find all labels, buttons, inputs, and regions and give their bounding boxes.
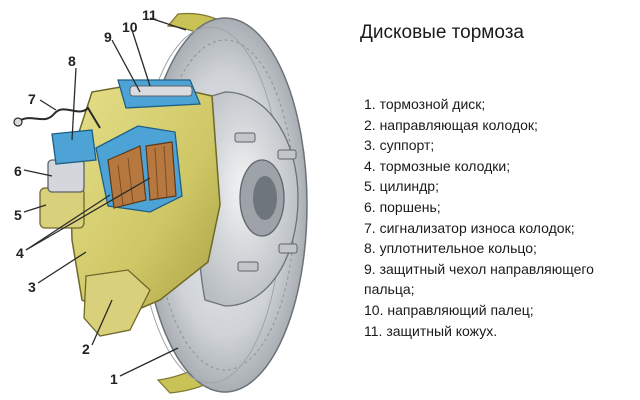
legend-item: 7. сигнализатор износа колодок; — [364, 219, 575, 236]
legend-item: 10. направляющий палец; — [364, 301, 534, 318]
callout-10: 10 — [122, 19, 138, 35]
callout-5: 5 — [14, 207, 22, 223]
callout-2: 2 — [82, 341, 90, 357]
guide-pin — [129, 85, 193, 97]
diagram-title: Дисковые тормоза — [360, 22, 524, 43]
wear-sensor-wire — [17, 106, 101, 129]
legend-item: 1. тормозной диск; — [364, 96, 486, 112]
piston — [47, 159, 85, 193]
callout-3: 3 — [28, 279, 36, 295]
legend-item: 9. защитный чехол направляющего пальца; — [364, 260, 594, 298]
legend-item: 11. защитный кожух. — [364, 322, 498, 339]
wheel-studs — [234, 132, 298, 272]
legend-item: 3. суппорт; — [364, 137, 435, 154]
pad-friction-lines — [117, 145, 168, 206]
legend-item: 5. цилиндр; — [364, 178, 439, 195]
leader-lines — [23, 17, 187, 377]
legend-list: 1. тормозной диск; 2. направляющая колод… — [364, 94, 636, 341]
legend-item: 4. тормозные колодки; — [364, 157, 511, 174]
callout-11: 11 — [142, 7, 157, 23]
pad-guide — [83, 269, 151, 337]
cylinder — [39, 187, 85, 229]
callout-8: 8 — [68, 53, 76, 69]
brake-pad-outer — [145, 141, 177, 201]
callout-6: 6 — [14, 163, 22, 179]
wear-sensor-plug — [13, 117, 23, 127]
legend-item: 8. уплотнительное кольцо; — [364, 240, 537, 257]
legend-item: 6. поршень; — [364, 198, 441, 215]
callout-1: 1 — [110, 371, 118, 387]
hub-bore-inner — [253, 176, 277, 220]
legend-item: 2. направляющая колодок; — [364, 116, 538, 133]
callout-9: 9 — [104, 29, 112, 45]
seal-ring — [51, 129, 97, 165]
callout-4: 4 — [16, 245, 24, 261]
brake-pad-inner — [107, 145, 147, 209]
callout-7: 7 — [28, 91, 36, 107]
